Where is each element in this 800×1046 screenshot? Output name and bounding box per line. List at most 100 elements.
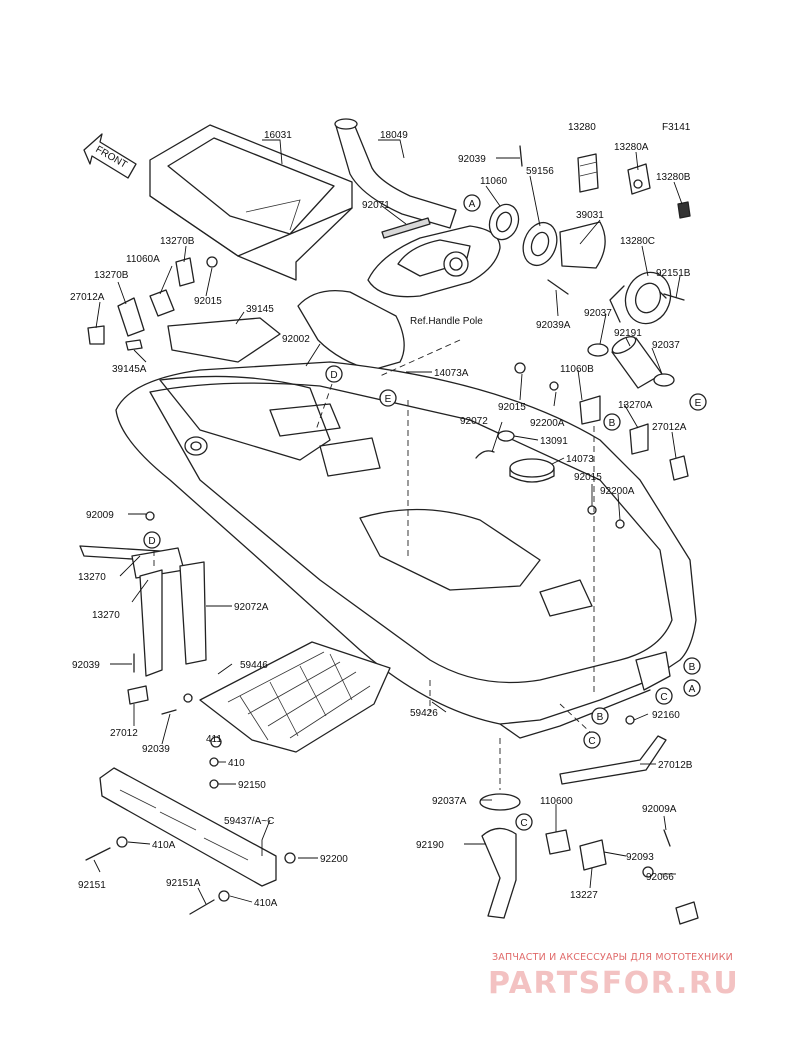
label-27012: 27012 (110, 728, 138, 739)
washer-92160 (625, 715, 635, 725)
label-92151B: 92151B (656, 268, 691, 279)
label-92015-c: 92015 (574, 472, 602, 483)
bolt-92039-low (161, 709, 177, 715)
label-14073A: 14073A (434, 368, 469, 379)
reference-lines (153, 339, 595, 790)
label-92150: 92150 (238, 780, 266, 791)
label-13280A: 13280A (614, 142, 649, 153)
washer-92200A-b (615, 519, 625, 529)
label-27012A-b: 27012A (652, 422, 687, 433)
duct-39031 (559, 221, 606, 269)
callout-c1: C (655, 687, 673, 705)
label-11060B: 11060B (560, 364, 594, 375)
ref-note: Ref.Handle Pole (410, 316, 483, 327)
label-92200: 92200 (320, 854, 348, 865)
label-410A-a: 410A (152, 840, 176, 851)
label-92066: 92066 (646, 872, 674, 883)
label-92190: 92190 (416, 840, 444, 851)
label-59426: 59426 (410, 708, 438, 719)
label-27012A-a: 27012A (70, 292, 105, 303)
label-92037-b: 92037 (652, 340, 680, 351)
label-13091: 13091 (540, 436, 568, 447)
label-59446: 59446 (240, 660, 268, 671)
label-16031: 16031 (264, 130, 292, 141)
label-92039-low: 92039 (142, 744, 170, 755)
part-labels: F3141 FRONT Ref.Handle Pole 16031 18049 … (70, 122, 693, 909)
label-92151: 92151 (78, 880, 106, 891)
label-92200A-b: 92200A (600, 486, 635, 497)
gasket-110600 (545, 829, 571, 855)
flange-59156 (522, 221, 558, 267)
nut-13091 (497, 430, 515, 442)
callout-d1: D (325, 365, 343, 383)
label-13227: 13227 (570, 890, 598, 901)
clip-13280 (577, 153, 599, 193)
callout-a1: A (463, 194, 481, 212)
washer-92200A-a (549, 381, 559, 391)
bolt-92151B (659, 291, 685, 301)
label-110600: 110600 (540, 796, 573, 807)
label-92039-top: 92039 (458, 154, 486, 165)
callout-circles: A D E B E D B C A B C C (143, 194, 707, 831)
callout-b3: B (591, 707, 609, 725)
label-92037-a: 92037 (584, 308, 612, 319)
callout-c2: C (583, 731, 601, 749)
nut-92015-c (587, 505, 597, 515)
front-arrow-icon (83, 133, 137, 179)
bolt-92009A (663, 829, 671, 847)
strap-27012A-b (669, 455, 689, 481)
label-92072A: 92072A (234, 602, 269, 613)
svg-text:B: B (609, 418, 616, 429)
nut-92015-a (206, 256, 218, 268)
label-39145A: 39145A (112, 364, 147, 375)
label-11060: 11060 (480, 176, 508, 187)
label-92072: 92072 (460, 416, 488, 427)
svg-text:A: A (469, 199, 476, 210)
clamp-92037-a (587, 343, 609, 357)
callout-e2: E (689, 393, 707, 411)
hinge-13270B (117, 297, 145, 337)
svg-text:C: C (660, 692, 667, 703)
hatch-ring-14073 (509, 458, 555, 483)
svg-text:C: C (520, 818, 527, 829)
callout-a2: A (683, 679, 701, 697)
svg-text:B: B (597, 712, 604, 723)
nut-92015-b (514, 362, 526, 374)
clip-13280A (627, 163, 651, 195)
rubber-39145A (125, 339, 143, 351)
label-13270A: 13270A (618, 400, 653, 411)
label-92160: 92160 (652, 710, 680, 721)
svg-text:D: D (330, 370, 337, 381)
label-13280C: 13280C (620, 236, 655, 247)
washer-92093 (642, 866, 654, 878)
label-59156: 59156 (526, 166, 554, 177)
label-27012B: 27012B (658, 760, 693, 771)
label-14073: 14073 (566, 454, 594, 465)
label-92039-mid: 92039 (72, 660, 100, 671)
figure-code: F3141 (662, 122, 691, 133)
label-92037A: 92037A (432, 796, 467, 807)
label-39145: 39145 (246, 304, 274, 315)
bracket-27012 (127, 685, 149, 705)
callout-b2: B (683, 657, 701, 675)
gasket-11060 (488, 203, 520, 241)
hinge-11060B (579, 395, 601, 425)
label-11060A: 11060A (126, 254, 160, 265)
label-410A-b: 410A (254, 898, 278, 909)
part-shapes (79, 118, 699, 925)
clamp-92037A (479, 793, 521, 811)
label-411: 411 (206, 734, 222, 745)
callout-e1: E (379, 389, 397, 407)
label-92015-a: 92015 (194, 296, 222, 307)
label-59437: 59437/A~C (224, 816, 274, 827)
hinge-11060A (149, 289, 175, 317)
callout-b1: B (603, 413, 621, 431)
label-92009A: 92009A (642, 804, 677, 815)
hinge-13270B-b (175, 257, 195, 287)
svg-text:E: E (695, 398, 702, 409)
strap-92072A-b (179, 561, 207, 665)
hose-92190 (481, 827, 517, 919)
washer-410A-b (218, 890, 230, 902)
label-410: 410 (228, 758, 245, 769)
